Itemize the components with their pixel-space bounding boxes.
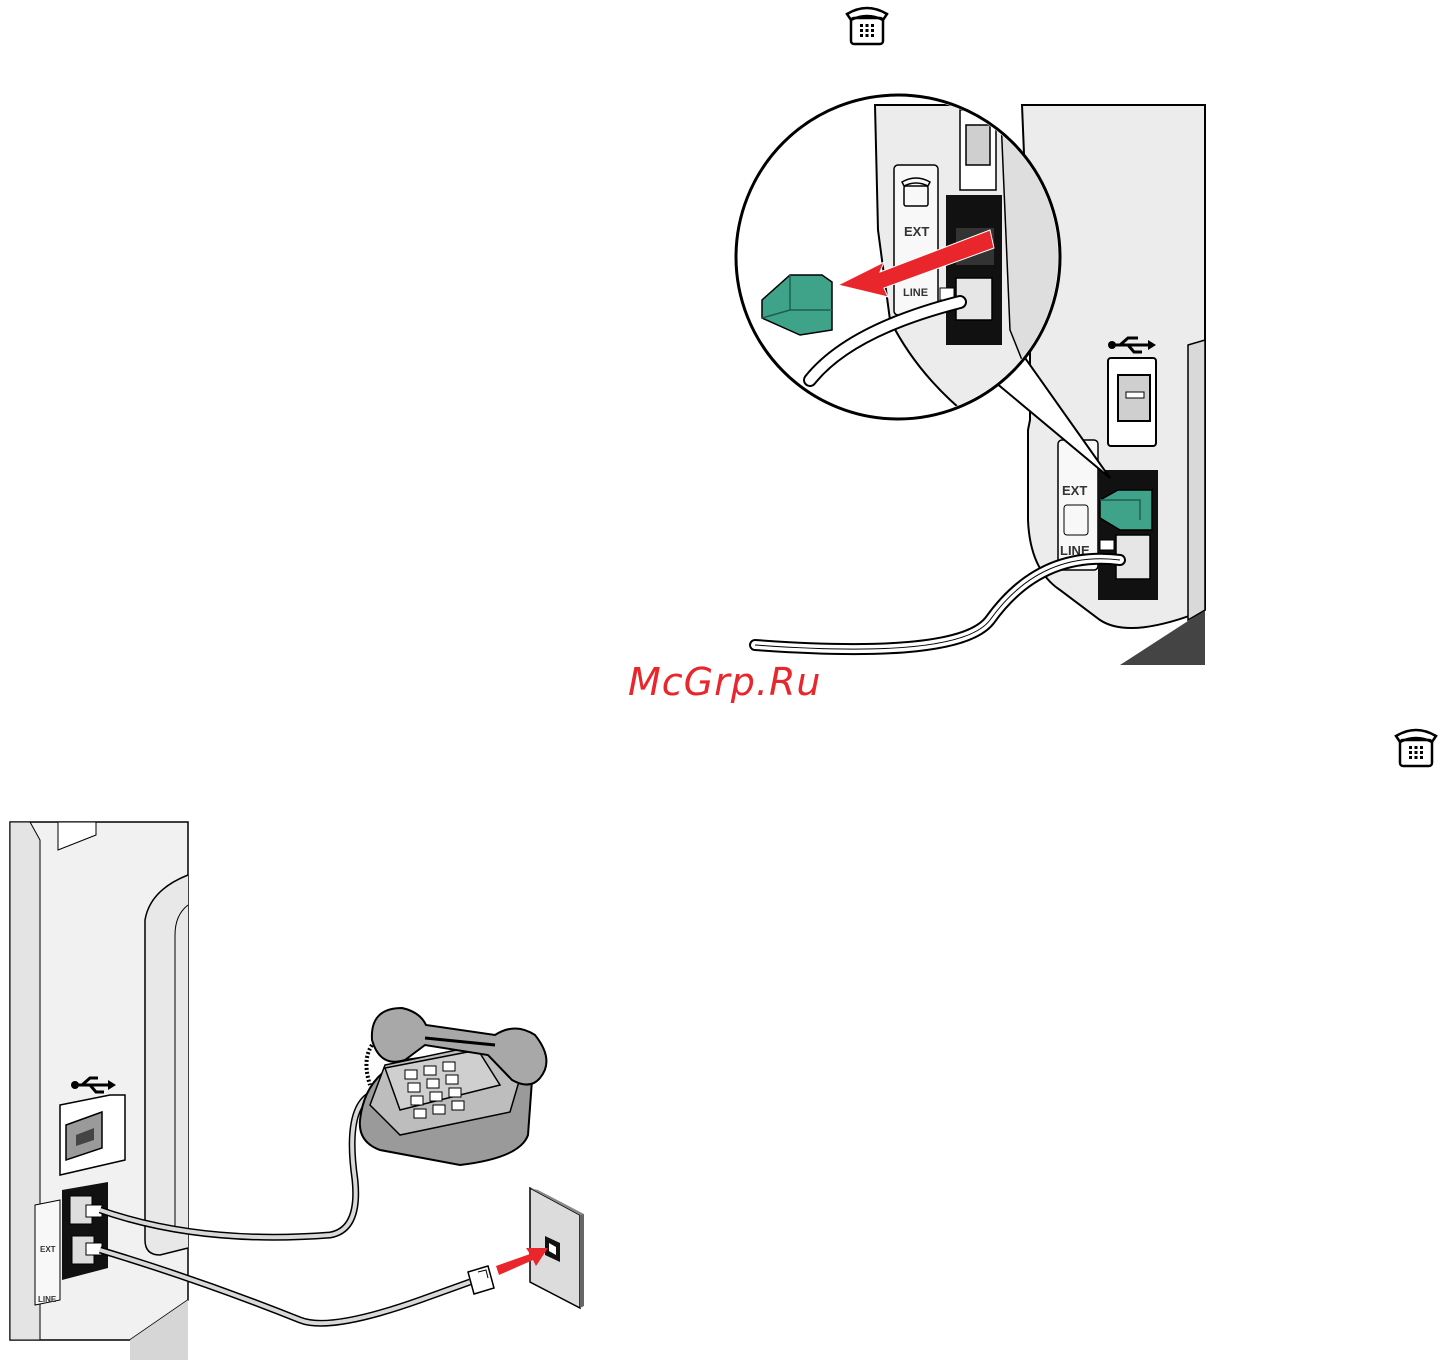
- phone-icon: [843, 0, 891, 48]
- ext-port-label: EXT: [40, 1245, 56, 1254]
- printer-side: EXT LINE: [10, 822, 188, 1360]
- desk-telephone: [360, 1008, 547, 1165]
- ext-port-label-magnified: EXT: [904, 224, 929, 239]
- line-port-label-magnified: LINE: [903, 287, 928, 299]
- ext-port-label: EXT: [1062, 483, 1087, 498]
- phone-icon: [1392, 722, 1440, 770]
- watermark: McGrp.Ru: [628, 660, 821, 704]
- printer-back-panel: EXT LINE: [1022, 105, 1205, 665]
- figure-remove-plug: EXT LINE EXT L: [720, 90, 1220, 680]
- figure-phone-connection: EXT LINE: [8, 820, 598, 1360]
- line-port-label: LINE: [38, 1295, 57, 1304]
